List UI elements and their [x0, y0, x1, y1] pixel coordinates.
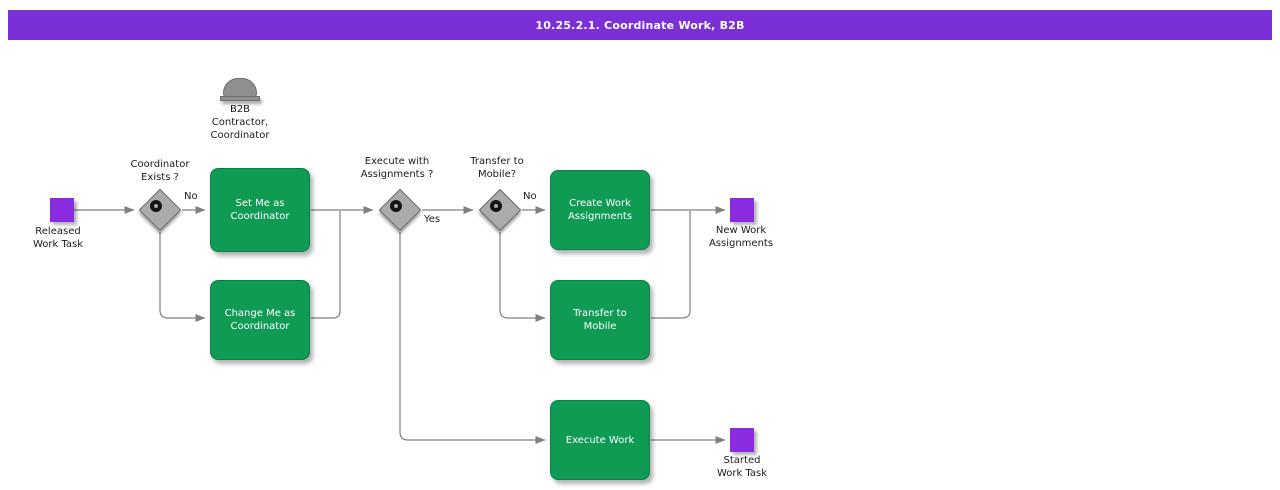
decision-execute-with-assignments[interactable] — [378, 188, 422, 232]
decision-transfer-to-mobile-label: Transfer to Mobile? — [470, 156, 524, 180]
edge-changeme-merge-up — [311, 211, 341, 319]
edge-execute-with-yes-down — [399, 232, 546, 444]
task-change-me-as-coordinator[interactable]: Change Me as Coordinator — [210, 280, 310, 360]
edge-coordinator-exists-down — [159, 232, 206, 322]
decision-coordinator-exists[interactable] — [138, 188, 182, 232]
task-set-me-as-coordinator[interactable]: Set Me as Coordinator — [210, 168, 310, 252]
edge-transfermobile-merge-up — [651, 211, 691, 319]
actor-label: B2B Contractor, Coordinator — [210, 104, 270, 141]
event-released-work-task-label: Released Work Task — [32, 226, 84, 250]
task-transfer-to-mobile[interactable]: Transfer to Mobile — [550, 280, 650, 360]
edge-label-no-coordinator: No — [184, 191, 198, 202]
hat-brim — [220, 96, 260, 101]
hat-dome — [223, 78, 257, 97]
edge-label-no-transfer: No — [523, 191, 537, 202]
decision-transfer-to-mobile[interactable] — [478, 188, 522, 232]
decision-circle-icon — [390, 200, 402, 212]
decision-circle-icon — [150, 200, 162, 212]
decision-circle-icon — [490, 200, 502, 212]
task-create-work-assignments[interactable]: Create Work Assignments — [550, 170, 650, 250]
event-new-work-assignments-label: New Work Assignments — [708, 225, 774, 249]
page-title: 10.25.2.1. Coordinate Work, B2B — [535, 18, 745, 32]
edge-label-yes-execute: Yes — [424, 214, 441, 225]
event-started-work-task[interactable] — [730, 428, 754, 452]
event-released-work-task[interactable] — [50, 198, 74, 222]
event-started-work-task-label: Started Work Task — [716, 455, 768, 479]
title-bar: 10.25.2.1. Coordinate Work, B2B — [8, 10, 1272, 40]
decision-coordinator-exists-label: Coordinator Exists ? — [130, 159, 190, 183]
edge-transfer-yes-down — [499, 232, 546, 322]
decision-execute-with-assignments-label: Execute with Assignments ? — [360, 156, 434, 180]
event-new-work-assignments[interactable] — [730, 198, 754, 222]
task-execute-work[interactable]: Execute Work — [550, 400, 650, 480]
person-hat-icon — [220, 78, 260, 102]
